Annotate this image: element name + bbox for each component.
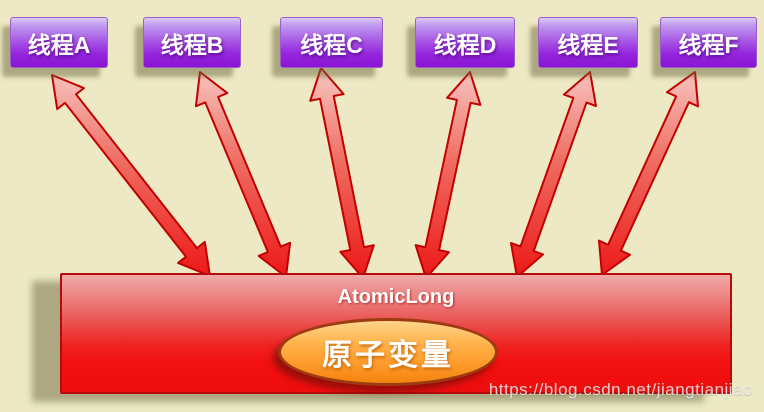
bidirectional-arrow [51, 74, 211, 277]
thread-label-b: 线程B [160, 31, 224, 58]
atomic-variable-oval: 原子变量 [278, 318, 498, 386]
bidirectional-arrow [598, 71, 699, 276]
thread-label-c: 线程C [300, 31, 363, 58]
watermark-url: https://blog.csdn.net/jiangtianjiao [488, 380, 753, 399]
thread-box-d: 线程D [415, 17, 515, 68]
bidirectional-arrow [414, 71, 482, 279]
bidirectional-arrow [510, 71, 597, 278]
thread-box-c: 线程C [280, 17, 383, 68]
atomiclong-title: AtomicLong [337, 286, 455, 308]
thread-label-a: 线程A [27, 31, 91, 58]
bidirectional-arrow [194, 71, 292, 278]
atomiclong-container: AtomicLong 原子变量 [60, 273, 732, 394]
atomic-variable-label: 原子变量 [322, 339, 454, 372]
thread-box-e: 线程E [538, 17, 638, 68]
thread-label-e: 线程E [557, 31, 619, 58]
thread-label-f: 线程F [678, 31, 739, 58]
thread-label-d: 线程D [433, 31, 497, 58]
bidirectional-arrow [309, 67, 375, 279]
thread-box-a: 线程A [10, 17, 108, 68]
thread-box-b: 线程B [143, 17, 241, 68]
thread-box-f: 线程F [660, 17, 757, 68]
